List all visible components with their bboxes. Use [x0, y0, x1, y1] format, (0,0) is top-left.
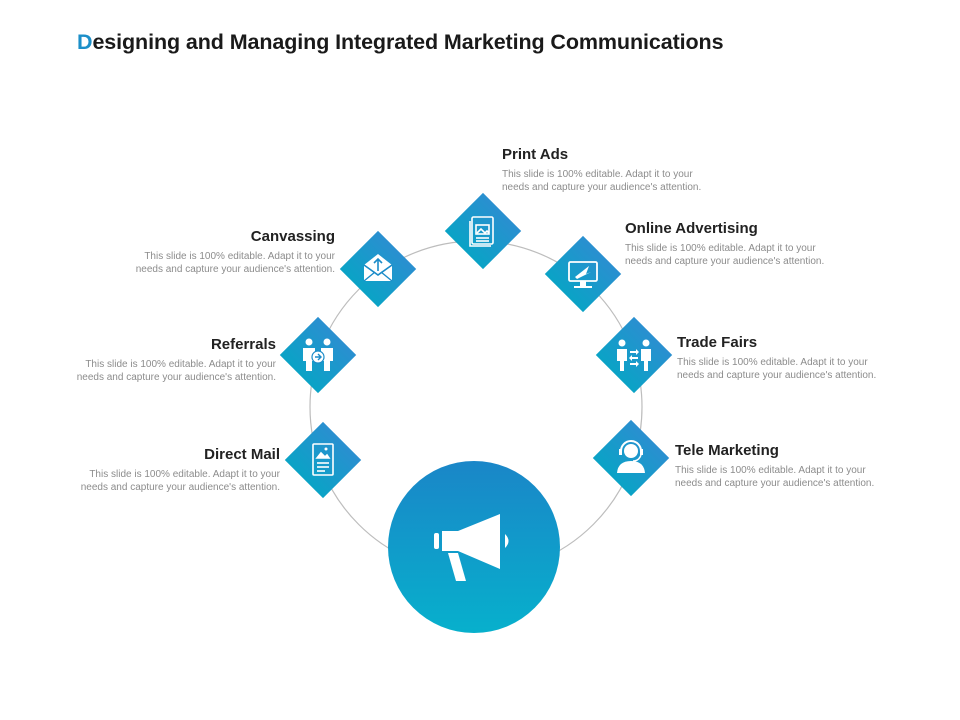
- item-canvassing: Canvassing This slide is 100% editable. …: [136, 228, 335, 276]
- newspaper-icon: [469, 216, 494, 247]
- description-line: This slide is 100% editable. Adapt it to…: [502, 169, 693, 180]
- description-line: needs and capture your audience's attent…: [625, 256, 825, 267]
- item-referrals: Referrals This slide is 100% editable. A…: [77, 336, 276, 384]
- description-line: needs and capture your audience's attent…: [502, 182, 702, 193]
- description-line: This slide is 100% editable. Adapt it to…: [625, 243, 816, 254]
- item-description: This slide is 100% editable. Adapt it to…: [81, 468, 280, 494]
- item-description: This slide is 100% editable. Adapt it to…: [625, 242, 824, 268]
- item-description: This slide is 100% editable. Adapt it to…: [77, 358, 276, 384]
- description-line: needs and capture your audience's attent…: [76, 372, 276, 383]
- item-title: Print Ads: [502, 146, 569, 163]
- item-description: This slide is 100% editable. Adapt it to…: [675, 464, 874, 490]
- center-circle: [388, 461, 560, 633]
- title-first-letter: D: [77, 30, 93, 54]
- description-line: This slide is 100% editable. Adapt it to…: [89, 469, 280, 480]
- item-tele-marketing: Tele Marketing This slide is 100% editab…: [675, 442, 874, 490]
- page-title: Designing and Managing Integrated Market…: [77, 30, 724, 55]
- description-line: This slide is 100% editable. Adapt it to…: [144, 251, 335, 262]
- megaphone-icon: [434, 514, 509, 581]
- people-exchange-icon: [617, 339, 651, 371]
- monitor-icon: [568, 261, 598, 288]
- diamond-direct-mail: [284, 421, 362, 499]
- diamond-trade-fairs: [595, 316, 673, 394]
- item-trade-fairs: Trade Fairs This slide is 100% editable.…: [677, 334, 876, 382]
- diamond-tele-marketing: [592, 419, 670, 497]
- description-line: This slide is 100% editable. Adapt it to…: [677, 357, 868, 368]
- description-line: This slide is 100% editable. Adapt it to…: [85, 359, 276, 370]
- mail-document-icon: [312, 443, 334, 476]
- item-title: Trade Fairs: [677, 334, 758, 351]
- item-title: Online Advertising: [625, 220, 758, 237]
- description-line: needs and capture your audience's attent…: [135, 264, 335, 275]
- diamond-print-ads: [444, 192, 522, 270]
- description-line: needs and capture your audience's attent…: [677, 370, 877, 381]
- description-line: needs and capture your audience's attent…: [675, 478, 875, 489]
- diamond-online-advertising: [544, 235, 622, 313]
- item-direct-mail: Direct Mail This slide is 100% editable.…: [81, 446, 280, 494]
- envelope-icon: [363, 254, 393, 282]
- item-description: This slide is 100% editable. Adapt it to…: [677, 356, 876, 382]
- item-description: This slide is 100% editable. Adapt it to…: [502, 168, 701, 194]
- description-line: needs and capture your audience's attent…: [80, 482, 280, 493]
- item-description: This slide is 100% editable. Adapt it to…: [136, 250, 335, 276]
- diamond-referrals: [279, 316, 357, 394]
- item-title: Direct Mail: [204, 446, 280, 463]
- headset-agent-icon: [617, 440, 645, 473]
- item-online-advertising: Online Advertising This slide is 100% ed…: [625, 220, 824, 268]
- item-title: Canvassing: [250, 228, 335, 245]
- diamond-canvassing: [339, 230, 417, 308]
- description-line: This slide is 100% editable. Adapt it to…: [675, 465, 866, 476]
- item-print-ads: Print Ads This slide is 100% editable. A…: [502, 146, 701, 194]
- item-title: Referrals: [210, 336, 276, 353]
- item-title: Tele Marketing: [675, 442, 779, 459]
- referral-people-icon: [303, 338, 333, 371]
- title-rest: esigning and Managing Integrated Marketi…: [92, 30, 724, 54]
